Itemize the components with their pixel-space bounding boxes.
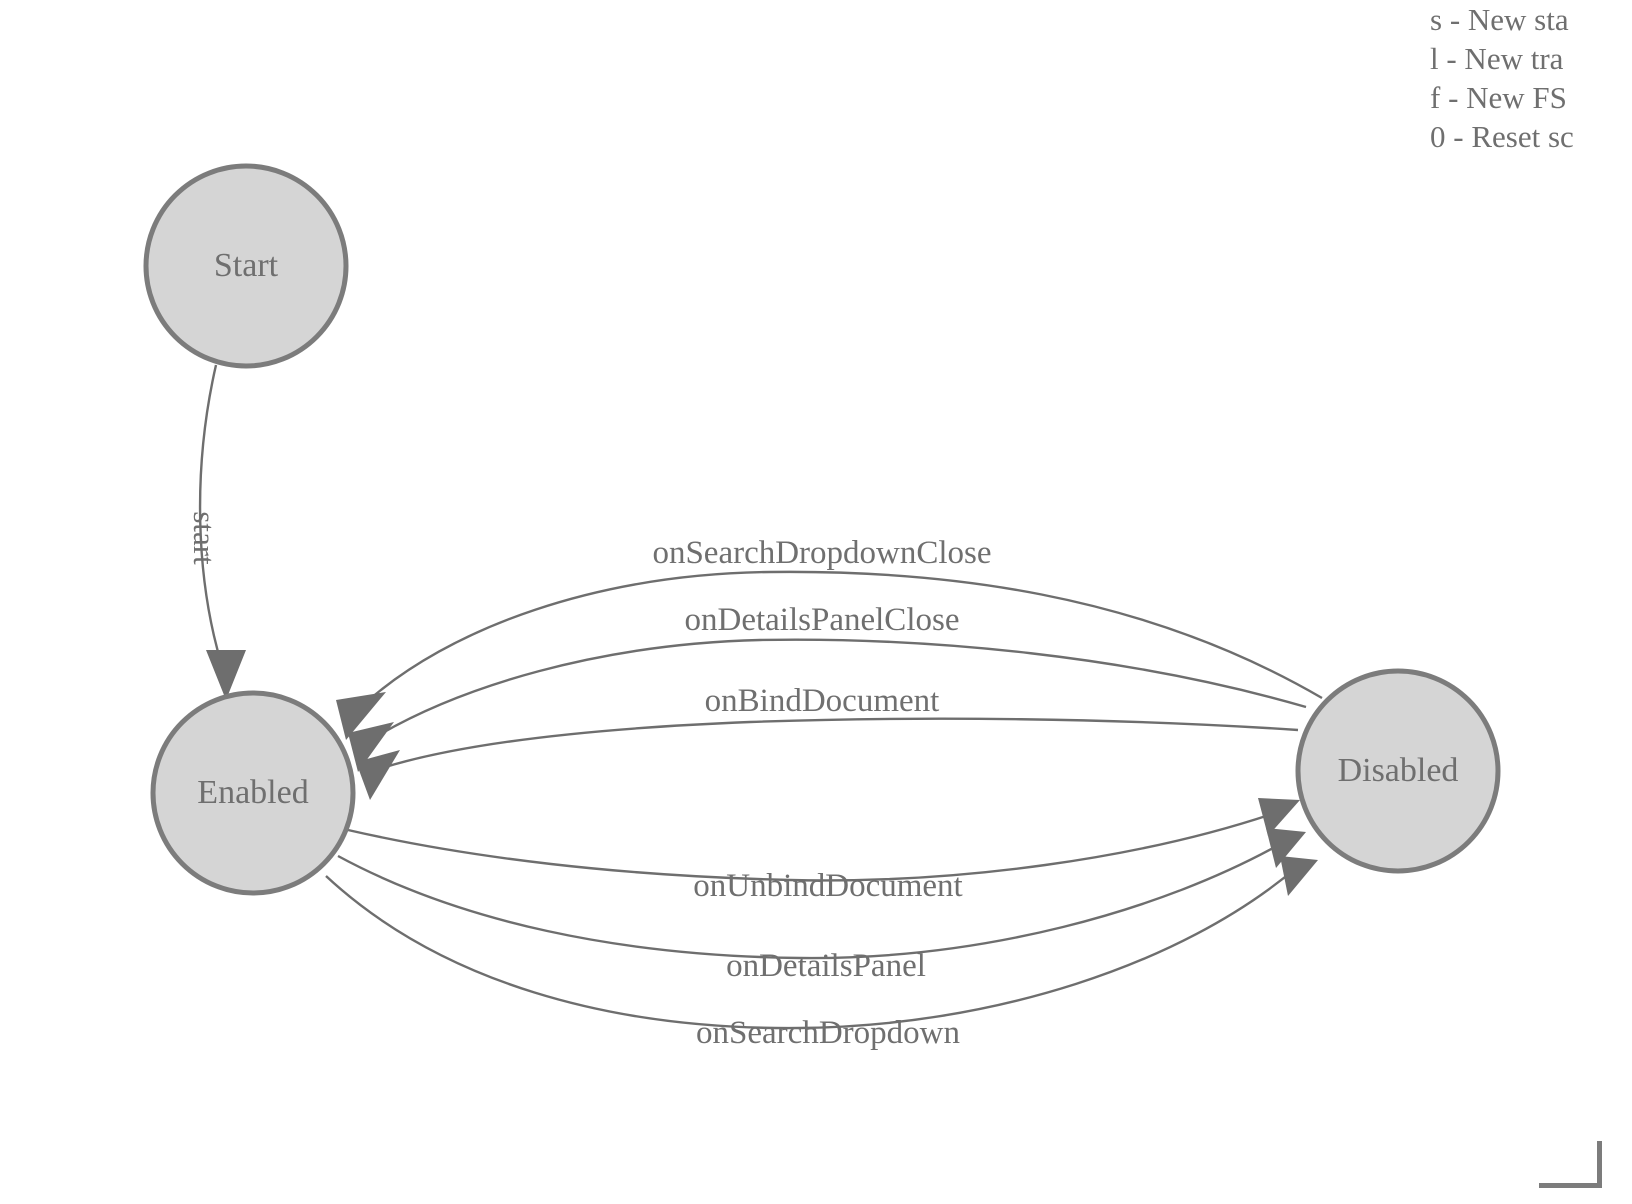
edge-on-details-panel-path bbox=[337, 840, 1285, 960]
node-start[interactable]: Start bbox=[143, 163, 349, 369]
edge-label-on-details-panel: onDetailsPanel bbox=[726, 948, 926, 984]
edge-on-unbind-document-arrowhead bbox=[1258, 798, 1300, 836]
edge-on-search-dropdown-close-arrowhead bbox=[336, 692, 386, 740]
keyboard-shortcut-legend: s - New sta l - New tra f - New FS 0 - R… bbox=[1430, 0, 1632, 156]
edge-label-on-details-panel-close: onDetailsPanelClose bbox=[685, 602, 960, 638]
edge-on-search-dropdown[interactable] bbox=[325, 856, 1318, 1030]
legend-line-new-transition: l - New tra bbox=[1430, 41, 1564, 76]
node-enabled-label: Enabled bbox=[197, 774, 308, 811]
node-enabled-circle bbox=[150, 690, 356, 896]
edge-on-details-panel[interactable] bbox=[337, 828, 1306, 960]
legend-line-new-state: s - New sta bbox=[1430, 2, 1569, 37]
edge-label-start: start bbox=[187, 511, 222, 565]
edge-on-bind-document-path bbox=[381, 717, 1299, 770]
edge-on-bind-document-arrowhead bbox=[356, 750, 400, 800]
edge-on-details-panel-close-arrowhead bbox=[348, 722, 394, 772]
edge-on-details-panel-close[interactable] bbox=[348, 638, 1307, 772]
edge-on-unbind-document[interactable] bbox=[347, 798, 1300, 882]
edge-on-search-dropdown-close[interactable] bbox=[336, 570, 1323, 740]
edge-label-on-search-dropdown-close: onSearchDropdownClose bbox=[652, 535, 991, 571]
edge-start-arrowhead bbox=[206, 650, 246, 700]
node-disabled-circle bbox=[1295, 668, 1501, 874]
edge-on-search-dropdown-close-path bbox=[361, 570, 1323, 707]
legend-line-new-fsm: f - New FS bbox=[1430, 80, 1567, 115]
edge-on-unbind-document-path bbox=[347, 812, 1273, 882]
node-disabled-label: Disabled bbox=[1338, 752, 1459, 789]
edge-on-search-dropdown-arrowhead bbox=[1280, 856, 1318, 896]
edge-start[interactable] bbox=[198, 364, 246, 700]
edge-label-on-search-dropdown: onSearchDropdown bbox=[696, 1015, 960, 1051]
node-enabled[interactable]: Enabled bbox=[150, 690, 356, 896]
edge-on-search-dropdown-path bbox=[325, 867, 1297, 1030]
node-disabled[interactable]: Disabled bbox=[1295, 668, 1501, 874]
node-start-label: Start bbox=[214, 247, 279, 284]
edge-label-on-unbind-document: onUnbindDocument bbox=[693, 868, 962, 904]
edge-start-path bbox=[198, 364, 224, 667]
edge-on-details-panel-close-path bbox=[371, 638, 1307, 741]
legend-line-reset: 0 - Reset sc bbox=[1430, 119, 1574, 154]
resize-corner-bracket[interactable] bbox=[1539, 1141, 1602, 1188]
edge-on-bind-document[interactable] bbox=[356, 717, 1299, 800]
node-start-circle bbox=[143, 163, 349, 369]
edge-on-details-panel-arrowhead bbox=[1266, 828, 1306, 868]
edge-label-on-bind-document: onBindDocument bbox=[705, 683, 940, 719]
